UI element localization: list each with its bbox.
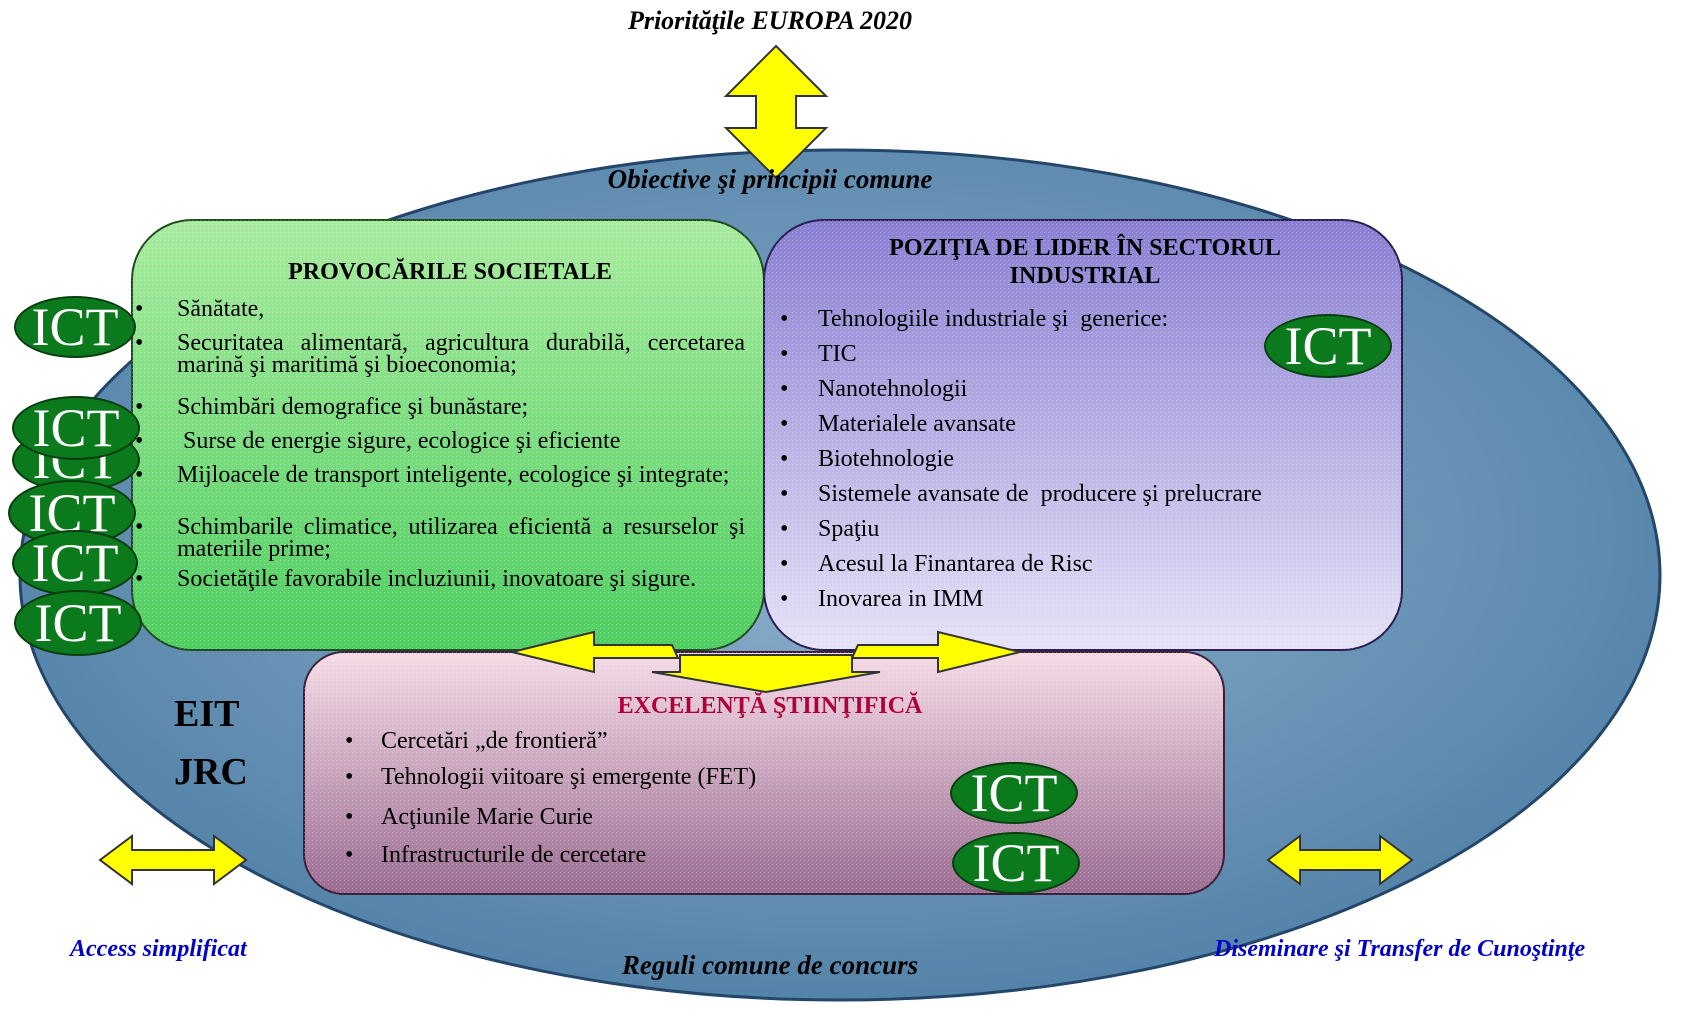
list-item: •Schimbări demografice şi bunăstare; [135,394,529,420]
eit-label: EIT [174,693,240,735]
list-item: •Infrastructurile de cercetare [345,842,647,868]
list-item: •Inovarea in IMM [780,586,984,612]
dissemination-label: Diseminare şi Transfer de Cunoştinţe [1214,936,1586,962]
list-item: •Securitatea alimentară, agricultura dur… [135,330,745,378]
ict-badge: ICT [1264,314,1392,378]
list-item: •Materialele avansate [780,411,1016,437]
top-double-arrow [723,44,829,180]
list-item: •Mijloacele de transport inteligente, ec… [135,462,730,488]
list-item: •Sănătate, [135,296,265,322]
top-label: Priorităţile EUROPA 2020 [627,6,913,35]
industrial-title: POZIŢIA DE LIDER ÎN SECTORUL INDUSTRIAL [889,235,1281,289]
ict-badge: ICT [12,396,140,460]
list-item: •Societăţile favorabile incluziunii, ino… [135,566,697,592]
ict-badge: ICT [14,590,142,656]
societal-list: •Sănătate, •Securitatea alimentară, agri… [135,296,745,620]
ict-badge: ICT [14,296,136,358]
societal-title: PROVOCĂRILE SOCIETALE [288,259,612,285]
list-item: •Acţiunile Marie Curie [345,804,593,830]
center-down-arrow [651,654,881,694]
list-item: •Spaţiu [780,516,880,542]
list-item: •Acesul la Finantarea de Risc [780,551,1093,577]
industrial-list: •Tehnologiile industriale şi generice: •… [780,306,1380,623]
list-item: •Sistemele avansate de producere şi prel… [780,481,1262,507]
list-item: •Biotehnologie [780,446,954,472]
ict-badge: ICT [952,832,1080,894]
list-item: •Schimbarile climatice, utilizarea efici… [135,514,745,562]
list-item: • Surse de energie sigure, ecologice şi … [135,428,621,454]
objectives-label: Obiective şi principii comune [607,164,933,194]
rules-label: Reguli comune de concurs [621,950,919,980]
center-horizontal-arrow [511,630,680,674]
list-item: •Tehnologiile industriale şi generice: [780,306,1169,332]
ict-badge: ICT [950,762,1078,824]
science-list: •Cercetări „de frontieră” •Tehnologii vi… [345,728,905,882]
list-item: •TIC [780,341,857,367]
ict-badge: ICT [12,530,138,596]
list-item: •Cercetări „de frontieră” [345,728,608,754]
access-label: Access simplificat [70,936,247,962]
right-double-arrow [1266,834,1414,886]
list-item: •Nanotehnologii [780,376,968,402]
science-title: EXCELENŢĂ ŞTIINŢIFICĂ [617,693,923,719]
left-double-arrow [98,834,248,886]
list-item: •Tehnologii viitoare şi emergente (FET) [345,764,757,790]
jrc-label: JRC [174,751,248,793]
